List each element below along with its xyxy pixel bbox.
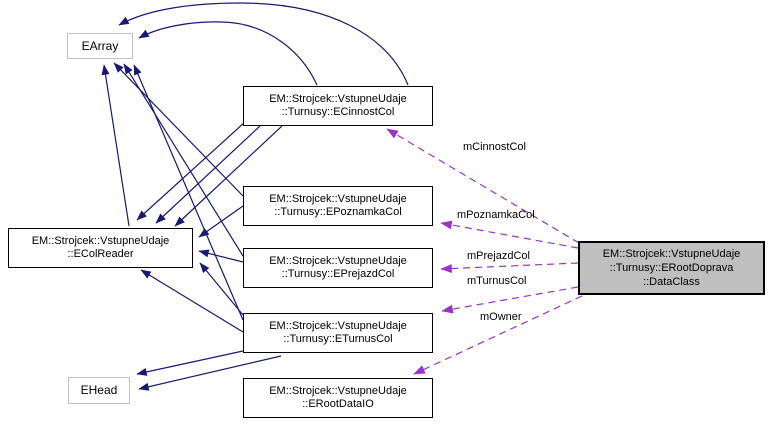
class-node-epoznamkacol[interactable]: EM::Strojcek::VstupneUdaje ::Turnusy::EP… xyxy=(243,186,433,226)
class-name-line1: EM::Strojcek::VstupneUdaje xyxy=(269,93,407,105)
class-node-eturnuscol[interactable]: EM::Strojcek::VstupneUdaje ::Turnusy::ET… xyxy=(243,313,433,353)
edge-dataclass-mpoznamkacol xyxy=(440,220,579,249)
class-node-ehead[interactable]: EHead xyxy=(68,377,130,404)
class-name-line1: EM::Strojcek::VstupneUdaje xyxy=(602,248,741,260)
class-name-line1: EM::Strojcek::VstupneUdaje xyxy=(269,385,407,397)
class-name-line1: EM::Strojcek::VstupneUdaje xyxy=(269,320,407,332)
edge-eturnuscol-ehead-1 xyxy=(136,350,244,376)
class-name-line1: EM::Strojcek::VstupneUdaje xyxy=(269,255,407,267)
edge-ecinnostcol-earray-2 xyxy=(138,21,318,86)
edge-label-mcinnostcol: mCinnostCol xyxy=(463,141,526,153)
class-node-earray[interactable]: EArray xyxy=(67,33,133,59)
edge-label-mpoznamkacol: mPoznamkaCol xyxy=(457,209,535,221)
class-name: EHead xyxy=(80,383,118,397)
edge-label-mturnuscol: mTurnusCol xyxy=(467,275,527,287)
edge-dataclass-mcinnostcol xyxy=(386,128,580,244)
class-node-ecolreader[interactable]: EM::Strojcek::VstupneUdaje ::EColReader xyxy=(8,228,193,268)
class-name-line2: ::EColReader xyxy=(67,248,134,260)
edge-ecinnostcol-ecolreader-3 xyxy=(174,125,283,227)
class-name-line2: ::Turnusy::EPrejazdCol xyxy=(281,268,395,280)
edge-eturnuscol-ecolreader-1 xyxy=(199,262,244,316)
edge-dataclass-mprejazdcol xyxy=(440,262,579,273)
edge-epoznamkacol-ecolreader xyxy=(198,205,244,238)
class-name-line1: EM::Strojcek::VstupneUdaje xyxy=(31,235,170,247)
class-node-eprejazdcol[interactable]: EM::Strojcek::VstupneUdaje ::Turnusy::EP… xyxy=(243,248,433,288)
class-node-dataclass-focus[interactable]: EM::Strojcek::VstupneUdaje ::Turnusy::ER… xyxy=(578,241,765,295)
class-node-erootdataio[interactable]: EM::Strojcek::VstupneUdaje ::ERootDataIO xyxy=(243,378,433,418)
edge-ecinnostcol-earray-1 xyxy=(118,2,409,86)
edge-epoznamkacol-earray xyxy=(113,62,244,197)
edge-eprejazdcol-earray xyxy=(123,63,244,257)
edge-ecinnostcol-ecolreader-2 xyxy=(155,125,261,224)
edge-eturnuscol-ecolreader-2 xyxy=(140,269,244,333)
edge-eprejazdcol-ecolreader xyxy=(198,249,244,263)
class-name: EArray xyxy=(81,38,119,53)
edge-ecinnostcol-ecolreader-1 xyxy=(136,121,246,221)
class-name-line2: ::Turnusy::ECinnostCol xyxy=(281,106,395,118)
class-name-line2: ::Turnusy::ERootDoprava xyxy=(609,262,734,274)
edge-eturnuscol-ehead-2 xyxy=(138,355,282,391)
edge-label-mprejazdcol: mPrejazdCol xyxy=(467,250,530,262)
class-name-line2: ::Turnusy::ETurnusCol xyxy=(283,333,393,345)
edge-label-mowner: mOwner xyxy=(480,311,522,323)
edge-ecolreader-earray xyxy=(101,64,130,227)
class-name-line2: ::Turnusy::EPoznamkaCol xyxy=(274,206,402,218)
class-name-line2: ::ERootDataIO xyxy=(302,398,374,410)
class-node-ecinnostcol[interactable]: EM::Strojcek::VstupneUdaje ::Turnusy::EC… xyxy=(243,86,433,126)
class-name-line1: EM::Strojcek::VstupneUdaje xyxy=(269,193,407,205)
edge-dataclass-mowner xyxy=(413,295,583,375)
class-name-line3: ::DataClass xyxy=(643,276,700,288)
